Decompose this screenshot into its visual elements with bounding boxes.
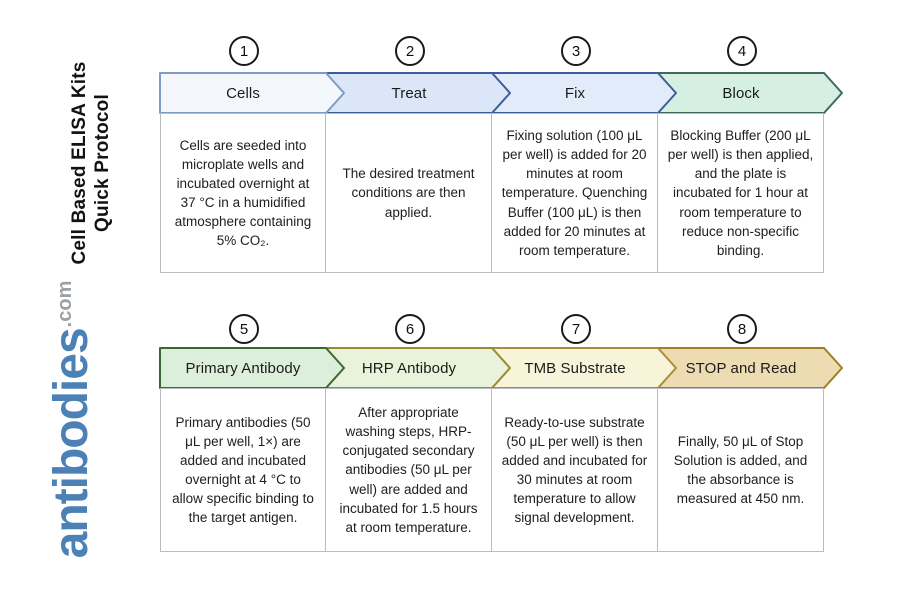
step-3-number: 3 — [571, 42, 581, 60]
page-title-line-1: Cell Based ELISA Kits — [69, 61, 90, 265]
step-4-number-badge: 4 — [727, 36, 757, 66]
step-8-description: Finally, 50 μL of Stop Solution is added… — [658, 388, 824, 552]
step-5-description: Primary antibodies (50 μL per well, 1×) … — [160, 388, 326, 552]
step-6-arrow-label: HRP Antibody — [361, 359, 457, 377]
step-6-number-badge: 6 — [395, 314, 425, 344]
page-title: Cell Based ELISA Kits Quick Protocol — [68, 33, 116, 293]
step-1-number: 1 — [239, 42, 249, 60]
process-arrows-row-2 — [159, 347, 843, 389]
step-8-arrow-label: STOP and Read — [685, 359, 797, 377]
step-1-number-badge: 1 — [229, 36, 259, 66]
step-7-arrow-label: TMB Substrate — [524, 359, 626, 377]
step-2-arrow-label: Treat — [391, 84, 427, 102]
step-4-arrow-label: Block — [722, 84, 760, 102]
step-1-arrow-label: Cells — [226, 84, 260, 102]
step-2-number: 2 — [405, 42, 415, 60]
page-title-line-2: Quick Protocol — [92, 94, 114, 232]
step-4-description: Blocking Buffer (200 μL per well) is the… — [658, 113, 824, 273]
step-5-number-badge: 5 — [229, 314, 259, 344]
step-2-description: The desired treatment conditions are the… — [326, 113, 492, 273]
step-6-number: 6 — [405, 320, 415, 338]
antibodies-logo: antibodies.com — [44, 275, 136, 565]
step-5-arrow-label: Primary Antibody — [185, 359, 301, 377]
step-7-number: 7 — [571, 320, 581, 338]
step-8-number-badge: 8 — [727, 314, 757, 344]
step-4-number: 4 — [737, 42, 747, 60]
step-5-number: 5 — [239, 320, 249, 338]
antibodies-logo-wordmark: antibodies — [45, 328, 98, 559]
step-5-arrow-shape — [159, 347, 345, 389]
step-8-number: 8 — [737, 320, 747, 338]
process-arrows-row-1 — [159, 72, 843, 114]
step-6-description: After appropriate washing steps, HRP-con… — [326, 388, 492, 552]
step-1-arrow-shape — [159, 72, 345, 114]
step-2-number-badge: 2 — [395, 36, 425, 66]
antibodies-logo-tld: .com — [54, 280, 76, 328]
step-7-number-badge: 7 — [561, 314, 591, 344]
step-3-arrow-label: Fix — [564, 84, 586, 102]
step-3-number-badge: 3 — [561, 36, 591, 66]
step-1-description: Cells are seeded into microplate wells a… — [160, 113, 326, 273]
step-7-description: Ready-to-use substrate (50 μL per well) … — [492, 388, 658, 552]
step-3-description: Fixing solution (100 μL per well) is add… — [492, 113, 658, 273]
